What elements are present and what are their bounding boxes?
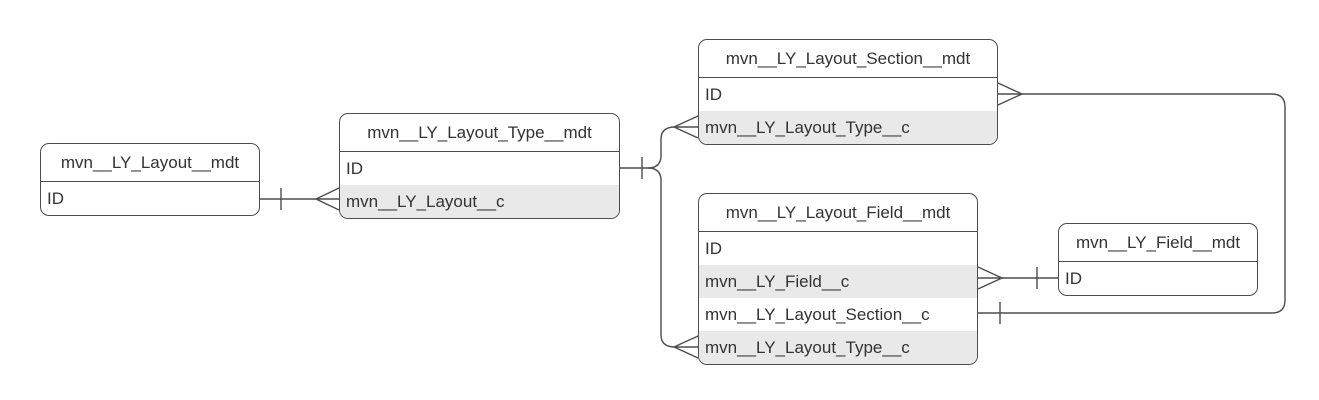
entity-field: ID: [705, 239, 722, 258]
entity-mvn-ly-field-mdt[interactable]: mvn__LY_Field__mdt ID: [1058, 223, 1258, 296]
crows-foot-icon: [673, 335, 699, 359]
connector-line: [647, 167, 674, 348]
crows-foot-icon: [997, 82, 1023, 106]
entity-field: ID: [47, 189, 64, 208]
entity-title: mvn__LY_Field__mdt: [1059, 224, 1257, 262]
entity-mvn-ly-layout-section-mdt[interactable]: mvn__LY_Layout_Section__mdt ID mvn__LY_L…: [698, 39, 998, 145]
connector-line: [978, 93, 1286, 314]
entity-field: mvn__LY_Layout_Type__c: [699, 111, 997, 144]
entity-field: ID: [705, 85, 722, 104]
entity-field: mvn__LY_Layout__c: [340, 185, 619, 218]
crows-foot-icon: [977, 266, 1003, 290]
entity-field: mvn__LY_Layout_Type__c: [699, 331, 977, 364]
entity-mvn-ly-layout-field-mdt[interactable]: mvn__LY_Layout_Field__mdt ID mvn__LY_Fie…: [698, 193, 978, 365]
entity-title: mvn__LY_Layout_Field__mdt: [699, 194, 977, 232]
connector-layout-section-to-layout-field: [978, 82, 1286, 324]
connector-layout-to-layout-type: [260, 187, 340, 211]
crows-foot-icon: [315, 187, 340, 211]
connector-layout-field-to-field: [977, 266, 1058, 290]
entity-title: mvn__LY_Layout_Section__mdt: [699, 40, 997, 78]
connector-layout-type-branch: [620, 115, 699, 359]
crows-foot-icon: [673, 115, 699, 139]
entity-title: mvn__LY_Layout__mdt: [41, 144, 259, 182]
entity-field: ID: [1065, 269, 1082, 288]
entity-mvn-ly-layout-mdt[interactable]: mvn__LY_Layout__mdt ID: [40, 143, 260, 216]
connector-line: [620, 126, 674, 169]
entity-title: mvn__LY_Layout_Type__mdt: [340, 114, 619, 152]
entity-field: mvn__LY_Layout_Section__c: [705, 305, 930, 324]
entity-mvn-ly-layout-type-mdt[interactable]: mvn__LY_Layout_Type__mdt ID mvn__LY_Layo…: [339, 113, 620, 219]
entity-field: mvn__LY_Field__c: [699, 265, 977, 298]
entity-field: ID: [346, 159, 363, 178]
